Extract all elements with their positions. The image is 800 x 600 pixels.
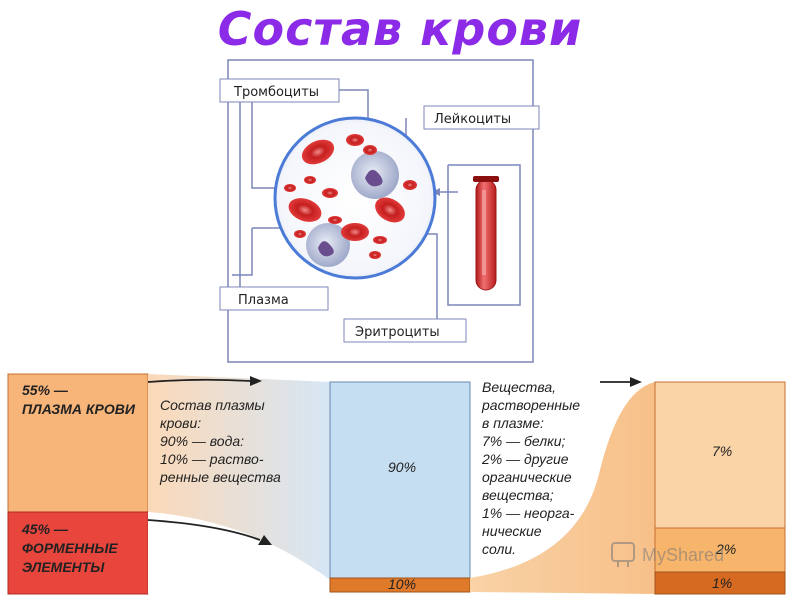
label-plasma: Плазма bbox=[219, 286, 329, 311]
svg-text:растворенные: растворенные bbox=[481, 397, 580, 413]
svg-text:Состав плазмы: Состав плазмы bbox=[160, 397, 265, 413]
svg-text:ренные вещества: ренные вещества bbox=[159, 469, 281, 485]
svg-text:7%: 7% bbox=[712, 443, 732, 459]
svg-text:в плазме:: в плазме: bbox=[482, 415, 544, 431]
svg-text:2% — другие: 2% — другие bbox=[481, 451, 569, 467]
svg-text:MyShared: MyShared bbox=[642, 545, 724, 565]
svg-text:ЭЛЕМЕНТЫ: ЭЛЕМЕНТЫ bbox=[22, 559, 105, 575]
watermark: MyShared bbox=[611, 542, 724, 567]
svg-text:1%: 1% bbox=[712, 575, 732, 591]
svg-text:ФОРМЕННЫЕ: ФОРМЕННЫЕ bbox=[22, 540, 118, 556]
svg-text:90%: 90% bbox=[388, 459, 416, 475]
svg-text:90% — вода:: 90% — вода: bbox=[160, 433, 244, 449]
label-platelets: Тромбоциты bbox=[219, 78, 340, 103]
plasma-flow-band bbox=[148, 374, 330, 580]
svg-text:органические: органические bbox=[482, 469, 572, 485]
solutes-flow-band bbox=[470, 382, 655, 594]
formed-block bbox=[7, 511, 149, 595]
svg-text:нические: нические bbox=[482, 523, 542, 539]
composition-chart: 55% — ПЛАЗМА КРОВИ 45% — ФОРМЕННЫЕ ЭЛЕМЕ… bbox=[7, 373, 786, 595]
svg-text:55% —: 55% — bbox=[22, 382, 69, 398]
svg-text:10%: 10% bbox=[388, 576, 416, 592]
arrow-formed bbox=[147, 519, 261, 541]
svg-text:соли.: соли. bbox=[482, 541, 516, 557]
svg-text:45% —: 45% — bbox=[21, 521, 69, 537]
svg-text:10% — раство-: 10% — раство- bbox=[160, 451, 264, 467]
leukocyte-icon bbox=[351, 151, 399, 199]
svg-text:Плазма: Плазма bbox=[238, 293, 289, 308]
page-title: Состав крови bbox=[217, 2, 583, 56]
svg-text:Вещества,: Вещества, bbox=[482, 379, 556, 395]
protein-block bbox=[654, 381, 786, 529]
leukocyte-icon bbox=[306, 223, 350, 267]
water-block bbox=[329, 381, 471, 579]
label-erythrocytes: Эритроциты bbox=[343, 318, 467, 343]
test-tube-icon bbox=[473, 176, 499, 291]
svg-text:Эритроциты: Эритроциты bbox=[355, 325, 440, 340]
svg-text:2%: 2% bbox=[715, 541, 736, 557]
inorganic-block bbox=[654, 571, 786, 595]
organic-block bbox=[654, 527, 786, 573]
plasma-block bbox=[7, 373, 149, 513]
svg-text:1% — неорга-: 1% — неорга- bbox=[482, 505, 575, 521]
svg-text:7% — белки;: 7% — белки; bbox=[482, 433, 566, 449]
svg-text:вещества;: вещества; bbox=[482, 487, 554, 503]
svg-text:Лейкоциты: Лейкоциты bbox=[434, 112, 511, 127]
arrow-plasma bbox=[147, 378, 251, 383]
svg-text:ПЛАЗМА КРОВИ: ПЛАЗМА КРОВИ bbox=[22, 401, 136, 417]
blood-cells-circle bbox=[273, 116, 437, 280]
svg-text:крови:: крови: bbox=[160, 415, 201, 431]
svg-text:Тромбоциты: Тромбоциты bbox=[233, 85, 319, 100]
label-leukocytes: Лейкоциты bbox=[423, 105, 540, 130]
